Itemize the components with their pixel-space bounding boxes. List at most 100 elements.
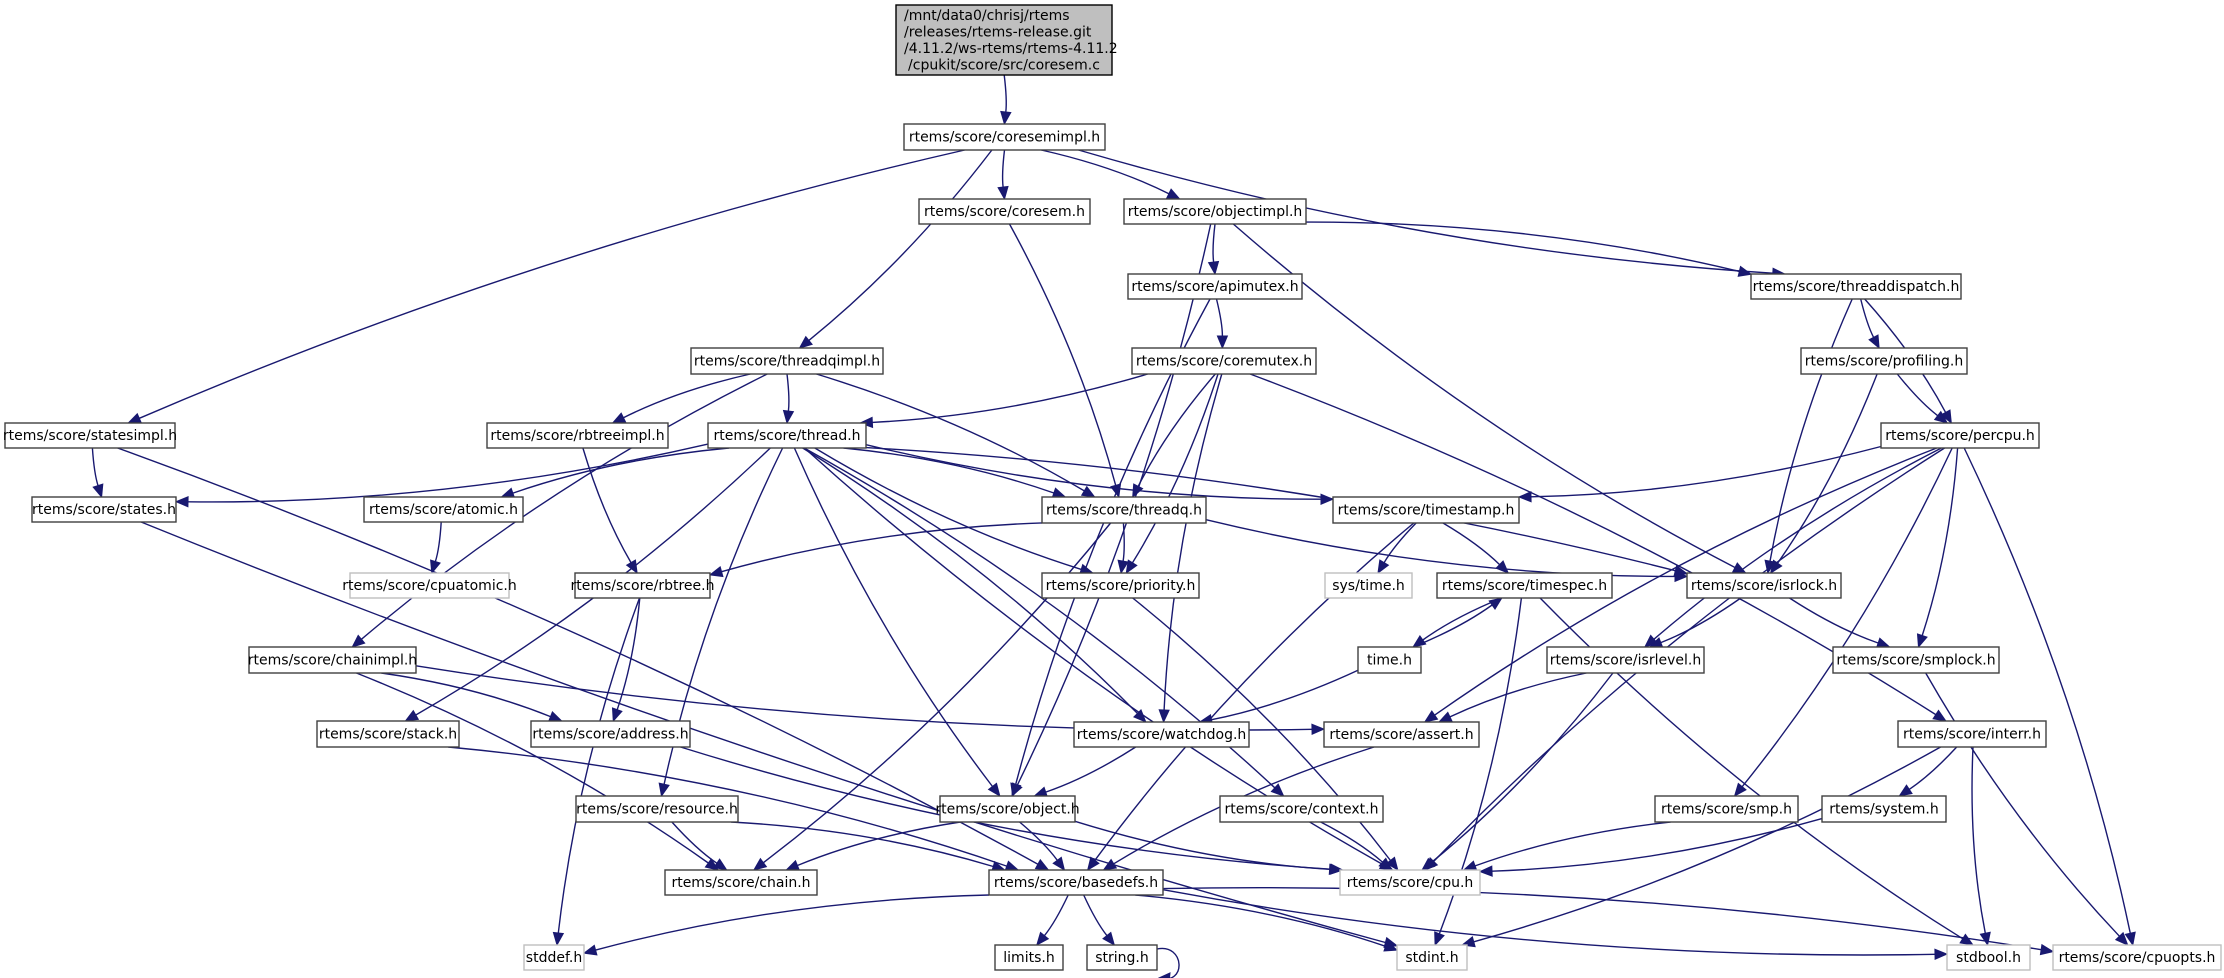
edge-threadq-to-rbtree: [708, 522, 1043, 578]
node-watchdog[interactable]: rtems/score/watchdog.h: [1073, 721, 1250, 748]
edge-line: [1908, 746, 1958, 790]
node-states[interactable]: rtems/score/states.h: [31, 496, 177, 523]
node-stack[interactable]: rtems/score/stack.h: [316, 720, 460, 748]
node-box: [349, 572, 510, 599]
node-smplock[interactable]: rtems/score/smplock.h: [1832, 646, 2000, 674]
arrowhead: [404, 709, 420, 722]
edge-statesimpl-to-basedefs: [117, 447, 1050, 871]
edge-line: [865, 446, 1676, 572]
edge-rbtree-to-stddef: [552, 597, 641, 947]
node-time[interactable]: time.h: [1357, 646, 1422, 674]
node-isrlevel[interactable]: rtems/score/isrlevel.h: [1546, 646, 1705, 674]
edge-line: [1156, 947, 1180, 978]
node-systime[interactable]: sys/time.h: [1324, 572, 1413, 599]
node-rbtree[interactable]: rtems/score/rbtree.h: [571, 572, 715, 599]
edge-percpu-to-isrlevel: [1643, 447, 1942, 648]
node-apimutex[interactable]: rtems/score/apimutex.h: [1127, 273, 1303, 300]
node-string[interactable]: string.h: [1086, 944, 1158, 971]
edge-profiling-to-percpu: [1896, 373, 1949, 424]
edge-timestamp-to-timespec: [1442, 522, 1510, 574]
edge-thread-to-states: [174, 443, 709, 508]
edge-line: [1043, 894, 1069, 937]
node-cpuatomic[interactable]: rtems/score/cpuatomic.h: [342, 572, 517, 599]
edge-threaddispatch-to-isrlock: [1764, 298, 1853, 575]
node-label: rtems/score/smplock.h: [1836, 653, 1995, 669]
edge-line: [816, 373, 1085, 492]
node-object[interactable]: rtems/score/object.h: [935, 795, 1080, 823]
node-label: rtems/score/watchdog.h: [1077, 727, 1247, 743]
node-stddef[interactable]: stddef.h: [523, 944, 585, 971]
node-smp[interactable]: rtems/score/smp.h: [1654, 795, 1799, 823]
node-profiling[interactable]: rtems/score/profiling.h: [1800, 347, 1968, 375]
node-box: [31, 496, 177, 523]
node-system[interactable]: rtems/system.h: [1821, 795, 1947, 823]
node-context[interactable]: rtems/score/context.h: [1219, 795, 1384, 823]
arrowhead: [611, 412, 627, 424]
node-label: string.h: [1095, 950, 1149, 966]
edge-line: [1008, 223, 1117, 486]
node-basedefs[interactable]: rtems/score/basedefs.h: [988, 869, 1164, 896]
edge-line: [1442, 522, 1501, 566]
node-interr[interactable]: rtems/score/interr.h: [1897, 720, 2047, 748]
arrowhead: [351, 634, 366, 648]
node-stdbool[interactable]: stdbool.h: [1946, 944, 2031, 971]
edge-line: [1777, 373, 1878, 564]
node-assert[interactable]: rtems/score/assert.h: [1323, 721, 1480, 748]
node-isrlock[interactable]: rtems/score/isrlock.h: [1686, 572, 1842, 599]
node-box: [1131, 347, 1317, 375]
edge-basedefs-to-stdint: [1135, 894, 1399, 952]
edge-line: [139, 149, 965, 419]
node-coresemimpl[interactable]: rtems/score/coresemimpl.h: [903, 123, 1106, 151]
edge-isrlevel-to-cpu: [1421, 672, 1614, 871]
node-chain[interactable]: rtems/score/chain.h: [664, 869, 818, 896]
node-timespec[interactable]: rtems/score/timespec.h: [1436, 572, 1613, 599]
node-box: [1880, 422, 2040, 449]
node-cpu[interactable]: rtems/score/cpu.h: [1339, 869, 1481, 896]
node-timestamp[interactable]: rtems/score/timestamp.h: [1332, 496, 1520, 524]
node-root[interactable]: /mnt/data0/chrisj/rtems/releases/rtems-r…: [895, 4, 1118, 76]
node-coresem[interactable]: rtems/score/coresem.h: [918, 198, 1091, 225]
node-stdint[interactable]: stdint.h: [1396, 944, 1468, 971]
node-priority[interactable]: rtems/score/priority.h: [1041, 572, 1200, 599]
node-threaddispatch[interactable]: rtems/score/threaddispatch.h: [1750, 273, 1962, 300]
node-thread[interactable]: rtems/score/thread.h: [707, 422, 867, 449]
arrowhead: [658, 782, 670, 798]
edge-interr-to-stdint: [1460, 746, 1941, 948]
node-threadqimpl[interactable]: rtems/score/threadqimpl.h: [690, 347, 884, 375]
edge-line: [1305, 221, 1740, 273]
arrowhead: [1898, 784, 1913, 797]
node-label: rtems/score/resource.h: [576, 802, 738, 818]
arrowhead: [1010, 782, 1022, 798]
edge-line: [356, 672, 709, 864]
edge-time-to-timespec: [1412, 597, 1503, 648]
arrowhead: [1674, 570, 1689, 583]
node-label: rtems/score/coresem.h: [924, 204, 1085, 220]
node-resource[interactable]: rtems/score/resource.h: [575, 795, 739, 823]
edge-line: [381, 672, 551, 718]
node-chainimpl[interactable]: rtems/score/chainimpl.h: [248, 646, 417, 674]
node-coremutex[interactable]: rtems/score/coremutex.h: [1131, 347, 1317, 375]
node-label: rtems/score/basedefs.h: [994, 875, 1158, 891]
node-objectimpl[interactable]: rtems/score/objectimpl.h: [1123, 198, 1307, 225]
edge-line: [1320, 821, 1383, 863]
arrowhead: [782, 409, 795, 425]
node-box: [1832, 646, 2000, 674]
edge-coresem-to-threadq: [1008, 223, 1122, 499]
node-label: rtems/score/priority.h: [1046, 578, 1196, 594]
node-rbtreeimpl[interactable]: rtems/score/rbtreeimpl.h: [486, 422, 669, 449]
node-statesimpl[interactable]: rtems/score/statesimpl.h: [3, 422, 177, 449]
edge-line: [731, 821, 994, 868]
edge-objectimpl-to-apimutex: [1207, 223, 1220, 276]
node-limits[interactable]: limits.h: [994, 944, 1064, 971]
edge-coremutex-to-priority: [1125, 373, 1219, 575]
node-cpuopts[interactable]: rtems/score/cpuopts.h: [2052, 944, 2222, 971]
node-address[interactable]: rtems/score/address.h: [530, 720, 691, 748]
node-percpu[interactable]: rtems/score/percpu.h: [1880, 422, 2040, 449]
node-threadq[interactable]: rtems/score/threadq.h: [1041, 496, 1207, 524]
node-atomic[interactable]: rtems/score/atomic.h: [363, 496, 524, 523]
edge-isrlock-to-smplock: [1789, 597, 1891, 649]
node-label: rtems/score/smp.h: [1661, 802, 1792, 818]
edge-context-to-cpu: [1320, 821, 1393, 871]
arrowhead: [127, 412, 143, 424]
edge-line: [434, 521, 442, 562]
